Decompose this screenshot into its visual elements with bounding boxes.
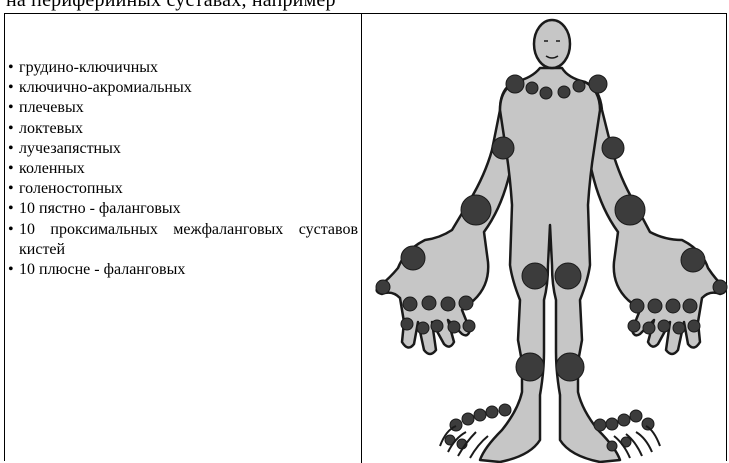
joint-marker [630,299,644,313]
joint-marker [441,297,455,311]
joint-marker [516,353,544,381]
list-item: локтевых [6,119,358,139]
joint-marker [558,86,570,98]
joint-marker [492,137,514,159]
joint-marker [618,414,630,426]
joint-marker [401,246,425,270]
joint-marker [607,441,617,451]
joint-marker [658,320,670,332]
joint-marker [628,320,640,332]
joint-marker [474,409,486,421]
body-silhouette [377,20,726,462]
joint-marker [448,321,460,333]
joint-marker [673,322,685,334]
header-fragment-text: на периферийных суставах, например [6,0,336,12]
joint-marker [506,75,524,93]
joint-marker [648,299,662,313]
joint-marker [462,413,474,425]
joint-marker [540,87,552,99]
joint-marker [688,320,700,332]
joint-marker [461,195,491,225]
joint-marker [589,75,607,93]
joint-marker [606,418,618,430]
header-fragment: на периферийных суставах, например [0,0,729,14]
list-item: лучезапястных [6,139,358,159]
joint-marker [486,406,498,418]
joint-marker [459,296,473,310]
joint-marker [403,297,417,311]
joint-marker [556,353,584,381]
human-body-figure [364,14,728,463]
joint-marker [615,195,645,225]
joint-marker [417,322,429,334]
list-item: плечевых [6,98,358,118]
table-divider [361,13,362,463]
joint-marker [431,320,443,332]
joint-marker [463,320,475,332]
joint-list: грудино-ключичных ключично-акромиальных … [6,58,358,280]
joint-marker [422,296,436,310]
joint-marker [630,410,642,422]
list-item: 10 плюсне - фаланговых [6,260,358,280]
joint-list-panel: грудино-ключичных ключично-акромиальных … [6,58,358,280]
joint-marker [573,80,585,92]
joint-marker [713,280,727,294]
joint-marker [681,248,705,272]
joint-marker [602,137,624,159]
list-item: 10 пястно - фаланговых [6,199,358,219]
joint-marker [683,299,697,313]
joint-marker [555,263,581,289]
joint-marker [666,299,680,313]
joint-marker [376,280,390,294]
joint-marker [526,82,538,94]
joint-marker [401,318,413,330]
joint-marker [499,404,511,416]
joint-marker [643,322,655,334]
list-item: 10 проксимальных межфаланговых суставов … [6,220,358,260]
body-joints-icon [364,14,728,463]
list-item: грудино-ключичных [6,58,358,78]
joint-marker [522,263,548,289]
list-item: коленных [6,159,358,179]
joint-marker [594,419,606,431]
list-item: голеностопных [6,179,358,199]
list-item: ключично-акромиальных [6,78,358,98]
